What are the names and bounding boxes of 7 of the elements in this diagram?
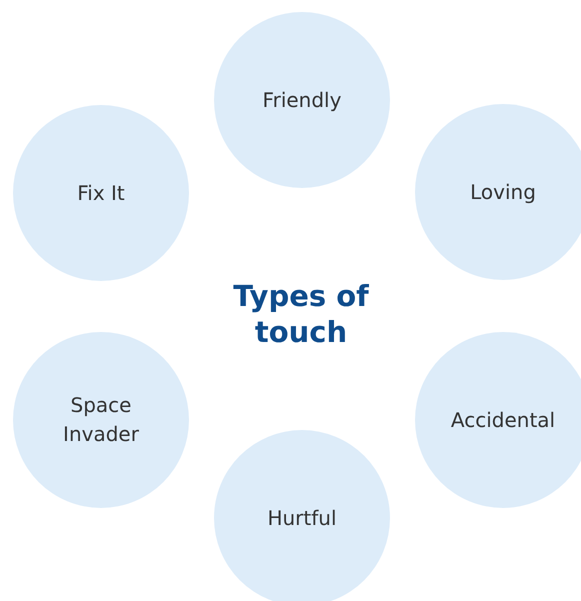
category-label: Loving [469, 178, 537, 206]
category-label: Fix It [76, 180, 126, 206]
category-label: Friendly [262, 86, 342, 114]
category-label: Accidental [450, 406, 556, 434]
center-title: Types of touch [232, 278, 370, 350]
category-label: Hurtful [266, 504, 338, 532]
category-label: Space Invader [62, 392, 140, 448]
